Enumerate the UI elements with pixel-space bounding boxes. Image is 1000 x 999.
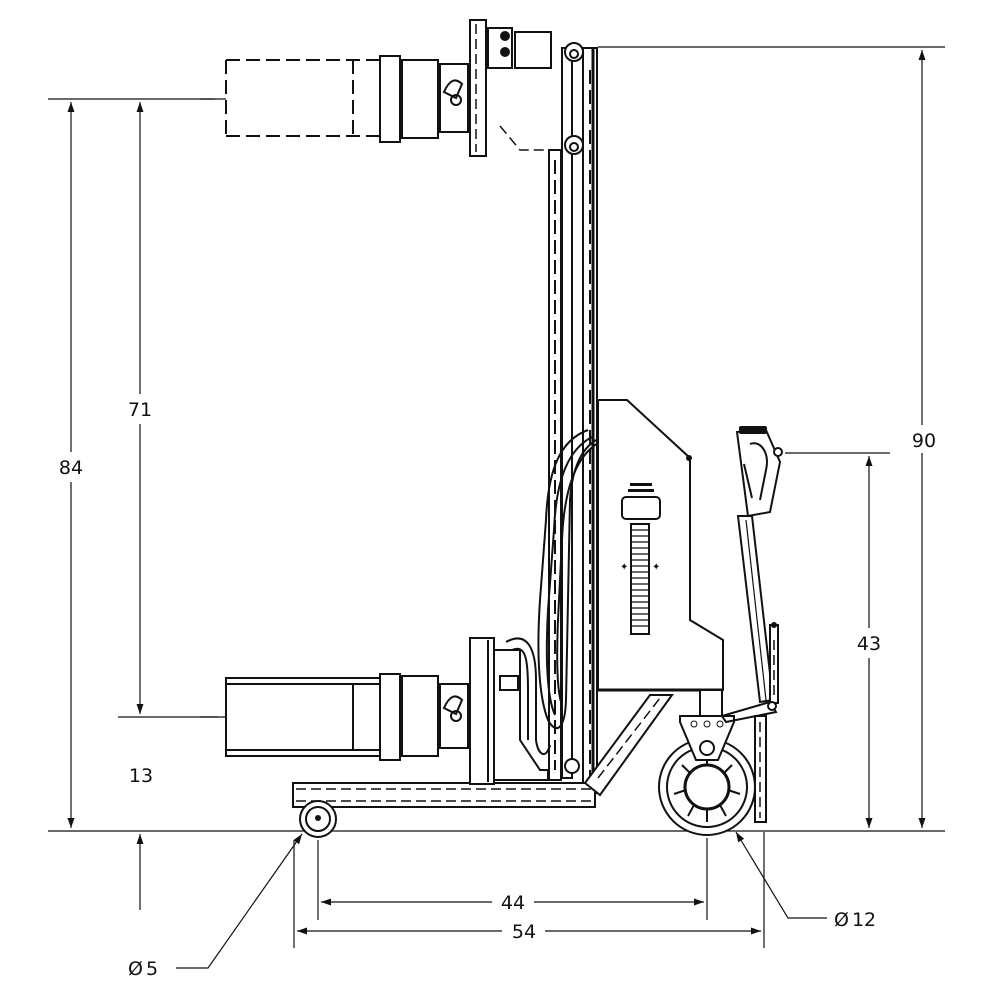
dimension-label-71: 71	[128, 399, 152, 421]
drive-wheel	[658, 689, 767, 836]
dimension-wheelbase: 44	[321, 892, 704, 914]
dimension-handle-height: 43	[857, 456, 881, 828]
marker-star-icon: ✦	[620, 562, 628, 573]
dimension-label-54: 54	[512, 921, 536, 943]
power-unit: ✦ ✦	[597, 399, 724, 692]
dimension-lifted-height: 84	[59, 102, 83, 828]
dimension-overall-height: 90	[912, 50, 936, 828]
spring-coil	[630, 523, 650, 635]
marker-star-icon: ✦	[652, 562, 660, 573]
dimension-lift-travel: 71	[128, 102, 152, 714]
diameter-symbol: Ø	[834, 909, 849, 931]
dimension-overall-length: 54	[297, 921, 761, 943]
dimension-lowered-height: 13	[129, 765, 153, 910]
mast	[548, 42, 598, 795]
carriage-lowered	[200, 637, 549, 785]
carriage-lifted	[200, 19, 560, 157]
dimension-label-90: 90	[912, 430, 936, 452]
dimension-label-84: 84	[59, 457, 83, 479]
base-frame	[292, 694, 674, 808]
diameter-symbol: Ø	[128, 958, 143, 980]
control-handle	[720, 426, 783, 724]
caster-wheel	[299, 800, 337, 838]
dimension-label-13: 13	[129, 765, 153, 787]
extension-lines	[48, 46, 945, 948]
dimension-label-44: 44	[501, 892, 525, 914]
dimension-label-43: 43	[857, 633, 881, 655]
